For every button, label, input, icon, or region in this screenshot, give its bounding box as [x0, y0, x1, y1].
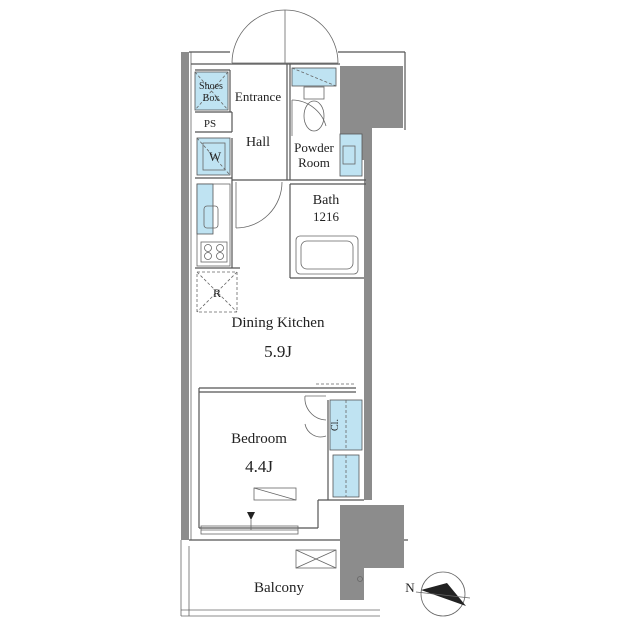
entrance-label: Entrance: [235, 89, 281, 104]
shoes-box-label-2: Box: [203, 93, 220, 104]
closet-label: Cl.: [330, 419, 341, 431]
toilet: [291, 67, 363, 177]
hall-label: Hall: [246, 135, 270, 150]
interior-walls: [191, 63, 366, 529]
washer-label: W: [209, 149, 222, 164]
balcony-window: [200, 512, 299, 535]
bath-size-label: 1216: [313, 209, 340, 224]
dining-kitchen-size: 5.9J: [264, 342, 292, 361]
hall-door: [235, 181, 283, 229]
bath-label: Bath: [313, 193, 339, 208]
refrigerator-space: [196, 271, 238, 313]
powder-room-label-1: Powder: [294, 140, 334, 155]
ps-label: PS: [204, 118, 216, 130]
shoes-box-label-1: Shoes: [199, 81, 223, 92]
powder-room-label-2: Room: [298, 155, 330, 170]
dining-kitchen-label: Dining Kitchen: [232, 315, 325, 331]
closet: [329, 399, 363, 498]
shoes-box: [194, 71, 229, 111]
north-label: N: [405, 580, 415, 595]
kitchen-counter: [196, 183, 231, 267]
bathtub: [295, 235, 359, 275]
entrance-door: [231, 9, 339, 64]
balcony-label: Balcony: [254, 580, 304, 596]
washer: [196, 137, 231, 176]
bedroom-label: Bedroom: [231, 431, 287, 447]
powder-room-door: [291, 99, 327, 136]
outdoor-unit: [295, 549, 363, 582]
air-conditioner: [253, 487, 297, 501]
bedroom-size: 4.4J: [245, 457, 273, 476]
refrigerator-label: R: [213, 286, 221, 300]
north-arrow-icon: [415, 571, 471, 617]
bedroom-door: [304, 395, 327, 438]
